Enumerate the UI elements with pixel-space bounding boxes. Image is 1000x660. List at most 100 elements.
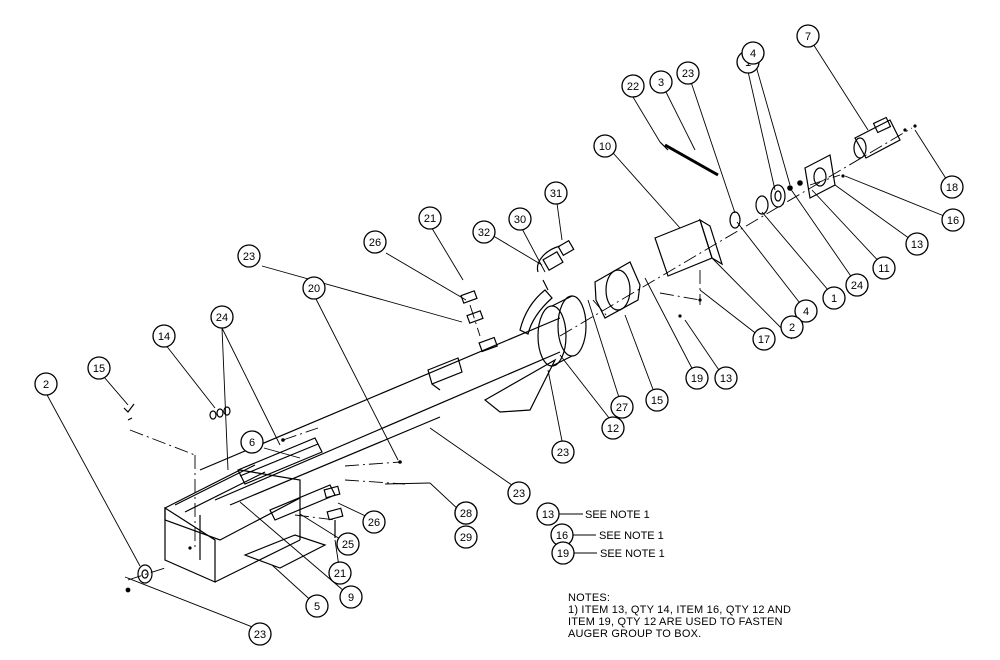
callout-circle <box>508 207 532 231</box>
sensor-assembly <box>536 239 575 291</box>
callout-balloon: 19 <box>685 366 709 390</box>
callout-number: 14 <box>158 331 170 343</box>
callout-circle <box>544 181 568 205</box>
callout-number: 23 <box>243 251 255 263</box>
callout-balloon: 22 <box>621 74 645 98</box>
callout-number: 11 <box>878 263 889 275</box>
callout-number: 23 <box>513 488 525 500</box>
drive-sprockets <box>729 180 803 229</box>
callout-circle <box>362 510 386 534</box>
callout-balloon: 23 <box>248 622 272 646</box>
callout-number: 27 <box>616 402 628 414</box>
callout-balloon: 13 <box>905 232 929 256</box>
see-note-label: SEE NOTE 1 <box>600 548 665 560</box>
callout-balloon: 26 <box>362 510 386 534</box>
callout-circle <box>339 585 363 609</box>
callout-circle <box>780 315 804 339</box>
callout-circle <box>328 561 352 585</box>
callout-balloon: 31 <box>544 181 568 205</box>
callout-balloon: 21 <box>328 561 352 585</box>
callout-number: 7 <box>805 31 811 43</box>
callout-circle <box>649 70 673 94</box>
see-note-circle <box>551 541 575 565</box>
callout-balloon: 23 <box>676 61 700 85</box>
leader-lines <box>45 35 955 631</box>
callout-number: 23 <box>557 447 569 459</box>
callout-balloon: 28 <box>454 501 478 525</box>
callout-balloon: 10 <box>593 134 617 158</box>
callout-circle <box>210 305 234 329</box>
notes-title: NOTES: <box>568 592 611 604</box>
callout-balloon: 23 <box>551 440 575 464</box>
callout-circle <box>472 220 496 244</box>
callout-number: 16 <box>947 215 959 227</box>
callout-number: 6 <box>249 437 255 449</box>
callout-balloon: 21 <box>418 206 442 230</box>
callout-balloon: 5 <box>305 594 329 618</box>
callout-balloon: 2 <box>780 315 804 339</box>
tube-bracket <box>427 357 463 391</box>
callout-circle <box>240 430 264 454</box>
callout-number: 23 <box>682 68 694 80</box>
callout-circle <box>676 61 700 85</box>
callout-balloon: 18 <box>940 175 964 199</box>
callout-circle <box>363 230 387 254</box>
callout-number: 4 <box>750 48 756 60</box>
callout-number: 3 <box>658 77 664 89</box>
callout-circle <box>941 208 965 232</box>
callout-circle <box>940 175 964 199</box>
callout-balloons: 2151424620232621323031102232314718161311… <box>34 24 965 646</box>
washers <box>209 406 231 420</box>
see-note-circle <box>536 502 560 526</box>
callout-circle <box>593 134 617 158</box>
end-bearing <box>125 564 153 593</box>
callout-balloon: 16 <box>941 208 965 232</box>
callout-number: 13 <box>720 373 732 385</box>
see-note-label: SEE NOTE 1 <box>599 530 664 542</box>
cover-plate <box>243 534 327 569</box>
callout-circle <box>336 532 360 556</box>
callout-circle <box>822 286 846 310</box>
callout-circle <box>610 395 634 419</box>
note-line-3: AUGER GROUP TO BOX. <box>568 628 702 640</box>
callout-number: 32 <box>478 227 490 239</box>
callout-circle <box>454 501 478 525</box>
callout-number: 28 <box>460 508 472 520</box>
callout-balloon: 17 <box>752 327 776 351</box>
callout-number: 19 <box>691 373 703 385</box>
see-note-item-number: 16 <box>556 530 568 542</box>
callout-balloon: 27 <box>610 395 634 419</box>
callout-circle <box>794 299 818 323</box>
callout-balloon: 13 <box>714 366 738 390</box>
clamp-parts <box>323 290 498 538</box>
callout-number: 26 <box>369 237 381 249</box>
callout-number: 13 <box>911 239 923 251</box>
callout-number: 12 <box>607 423 619 435</box>
callout-circle <box>621 74 645 98</box>
callout-circle <box>845 273 869 297</box>
callout-number: 24 <box>851 280 863 292</box>
callout-number: 15 <box>651 395 663 407</box>
callout-number: 30 <box>514 214 526 226</box>
callout-number: 1 <box>831 293 837 305</box>
callout-balloon: 25 <box>336 532 360 556</box>
callout-circle <box>796 24 820 48</box>
callout-balloon: 30 <box>508 207 532 231</box>
auger-parts <box>123 116 917 593</box>
callout-number: 21 <box>334 568 346 580</box>
callout-number: 5 <box>314 601 320 613</box>
callout-number: 2 <box>43 379 49 391</box>
callout-circle <box>87 356 111 380</box>
callout-balloon: 4 <box>794 299 818 323</box>
callout-balloon: 15 <box>645 388 669 412</box>
hopper-box <box>164 464 301 583</box>
callout-circle <box>34 372 58 396</box>
callout-number: 23 <box>254 629 266 641</box>
see-note-item-number: 13 <box>542 509 554 521</box>
callout-circle <box>601 416 625 440</box>
hopper-pin <box>123 403 135 421</box>
callout-number: 17 <box>758 334 770 346</box>
